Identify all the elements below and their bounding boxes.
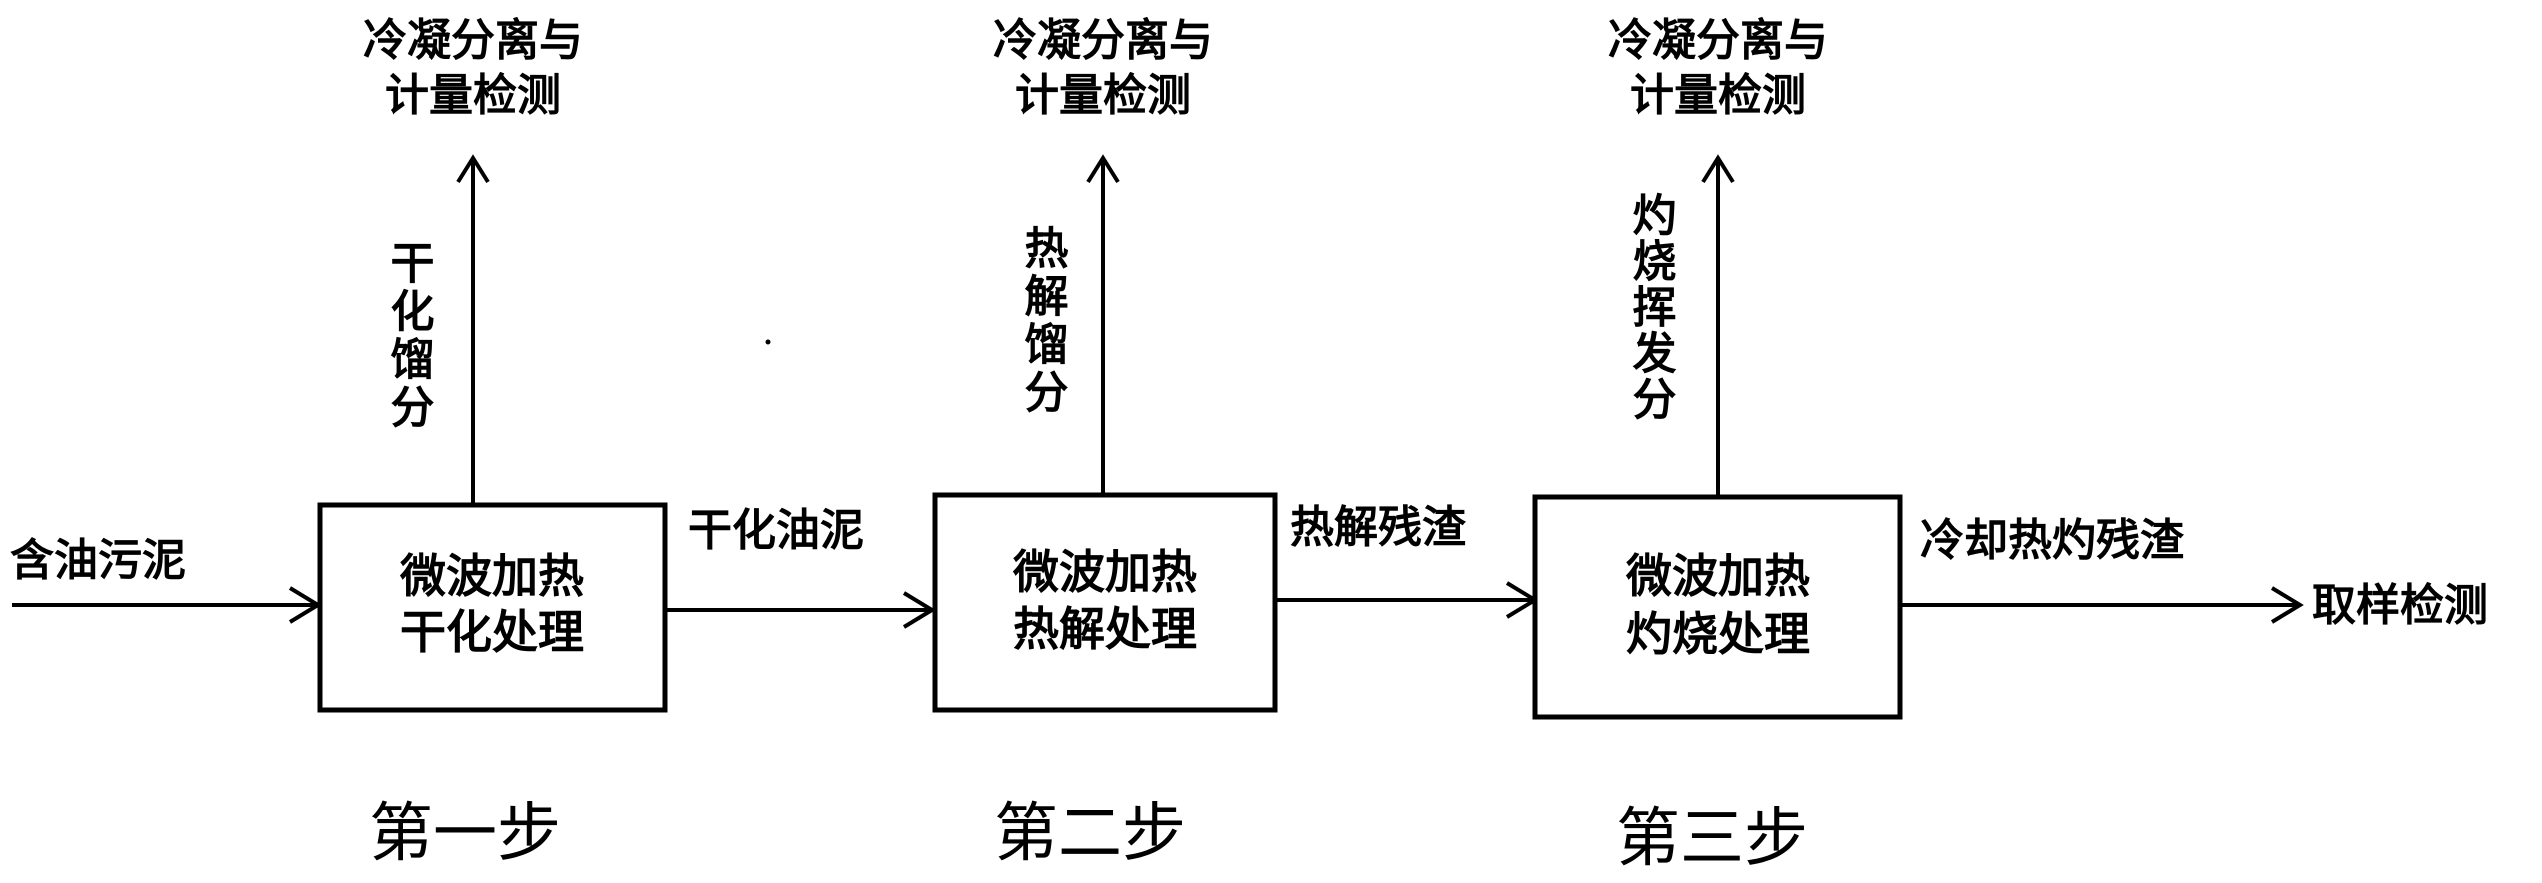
step-1: 微波加热 干化处理 干化馏分 冷凝分离与 计量检测 第一步 xyxy=(317,15,668,871)
output-flow-label: 冷却热灼残渣 xyxy=(1920,515,2185,566)
step-1-name: 第一步 xyxy=(369,797,561,871)
step-2-top-line2: 计量检测 xyxy=(1015,70,1191,121)
step-3-box xyxy=(1532,494,1903,720)
flow-label-2: 热解残渣 xyxy=(1290,502,1467,553)
step-2-up-arrow-head xyxy=(1086,154,1120,184)
output-label: 取样检测 xyxy=(2312,580,2488,631)
flow-label-1: 干化油泥 xyxy=(688,505,864,556)
output-arrow-head xyxy=(2270,586,2304,624)
step-3-top-line2: 计量检测 xyxy=(1630,70,1806,121)
step-1-up-arrow-head xyxy=(456,154,490,184)
step-3-up-label: 灼烧挥发分 xyxy=(1625,192,1677,422)
step-1-top-line2: 计量检测 xyxy=(385,70,561,121)
step-1-top-line1: 冷凝分离与 xyxy=(363,15,583,66)
step-2: 微波加热 热解处理 热解馏分 冷凝分离与 计量检测 第二步 xyxy=(932,15,1278,871)
input-label: 含油污泥 xyxy=(10,535,186,586)
flow-arrow-1-head xyxy=(902,591,936,629)
step-3-top-line1: 冷凝分离与 xyxy=(1608,15,1828,66)
step-3-up-arrow-head xyxy=(1701,154,1735,184)
step-2-box-line2: 热解处理 xyxy=(1013,602,1197,656)
step-3: 微波加热 灼烧处理 灼烧挥发分 冷凝分离与 计量检测 第三步 xyxy=(1532,15,1903,876)
step-1-box-line2: 干化处理 xyxy=(400,605,584,659)
step-2-name: 第二步 xyxy=(994,797,1186,871)
step-1-box xyxy=(317,502,668,713)
step-2-box-line1: 微波加热 xyxy=(1012,545,1197,599)
step-1-up-label: 干化馏分 xyxy=(383,240,435,432)
step-3-box-line2: 灼烧处理 xyxy=(1626,607,1810,661)
step-3-name: 第三步 xyxy=(1616,802,1808,876)
step-2-box xyxy=(932,492,1278,713)
step-1-box-line1: 微波加热 xyxy=(399,549,584,603)
step-2-top-line1: 冷凝分离与 xyxy=(993,15,1213,66)
step-2-up-label: 热解馏分 xyxy=(1017,225,1069,417)
stray-dot xyxy=(765,339,771,345)
step-3-box-line1: 微波加热 xyxy=(1625,549,1810,603)
